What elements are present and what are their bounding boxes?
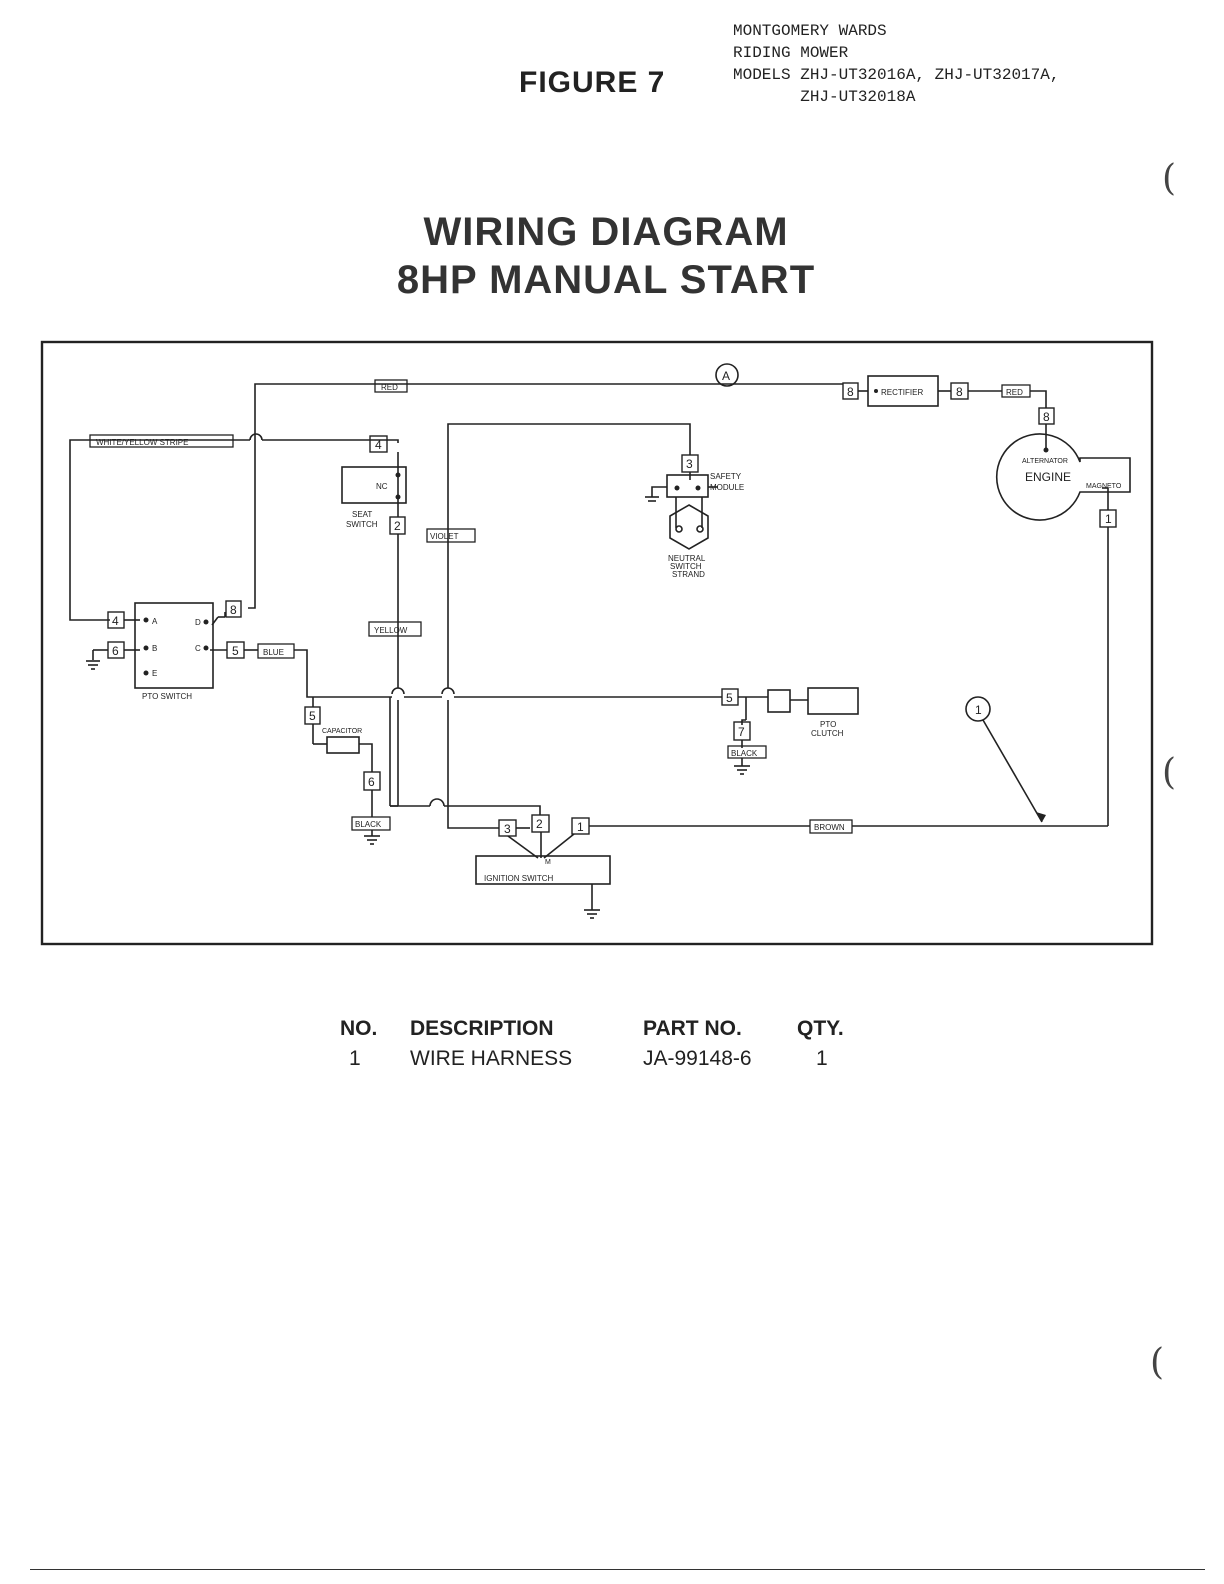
pto-clutch-label: PTO (820, 720, 836, 729)
column-header: PART NO. (643, 1017, 742, 1040)
ignition-m-label: M (545, 859, 551, 866)
diagram-title: WIRING DIAGRAM (423, 210, 789, 254)
wire-label-brown: BROWN (814, 823, 845, 832)
connector-number: 3 (504, 822, 511, 836)
ignition-switch (475, 855, 611, 885)
header-line: ZHJ-UT32018A (733, 88, 916, 106)
pto-terminal-label: E (152, 669, 157, 678)
part-no-index: 1 (349, 1047, 361, 1070)
pto-switch (134, 602, 214, 689)
seat-switch-nc-label: NC (376, 482, 388, 491)
neutral-switch (669, 504, 709, 550)
rectifier-label: RECTIFIER (881, 388, 923, 397)
pto-terminal-label: A (152, 617, 158, 626)
wire-violet (447, 423, 691, 688)
safety-module-label: SAFETY (710, 472, 742, 481)
safety-module-label: MODULE (710, 483, 744, 492)
alternator-label: ALTERNATOR (1022, 458, 1068, 465)
callout-1-label: 1 (975, 703, 982, 717)
connector-number: 5 (726, 691, 733, 705)
ground-symbol-ignition (584, 909, 600, 919)
connector-number: 5 (309, 709, 316, 723)
wire-label-white-yellow: WHITE/YELLOW STRIPE (96, 438, 188, 447)
wiring-diagram: RED RED WHITE/YELLOW STRIPE VIOLET YELLO… (40, 340, 1154, 946)
model-header: MONTGOMERY WARDS RIDING MOWER MODELS ZHJ-U… (733, 20, 1059, 108)
wire-label-blue: BLUE (263, 648, 284, 657)
binder-hole-mark: ( (1150, 1342, 1165, 1383)
binder-hole-mark: ( (1162, 158, 1177, 199)
neutral-switch-label: STRAND (672, 570, 705, 579)
connector-number: 3 (686, 457, 693, 471)
neutral-switch-label: SWITCH (670, 562, 702, 571)
ground-symbol-pto (86, 660, 100, 670)
connector-number: 4 (375, 438, 382, 452)
part-number: JA-99148-6 (643, 1047, 752, 1070)
seat-switch-label: SWITCH (346, 520, 378, 529)
column-header: DESCRIPTION (410, 1017, 554, 1040)
engine (995, 433, 1131, 521)
capacitor (326, 736, 360, 754)
ground-symbol-clutch (734, 758, 750, 775)
connector-number: 7 (738, 725, 745, 739)
connector-number: 6 (112, 644, 119, 658)
wire-white-yellow (69, 439, 250, 621)
connector-number: 8 (230, 603, 237, 617)
callout-1 (965, 696, 991, 722)
ground-symbol-capacitor (364, 830, 380, 845)
connector-number: 8 (956, 385, 963, 399)
header-line: MODELS ZHJ-UT32016A, ZHJ-UT32017A, (733, 66, 1060, 84)
connector-number: 1 (577, 820, 584, 834)
rectifier (867, 375, 939, 407)
connector-number: 4 (112, 614, 119, 628)
callout-a (715, 363, 739, 387)
pto-terminal-label: B (152, 644, 157, 653)
wire-label-black-clutch: BLACK (731, 749, 758, 758)
header-line: MONTGOMERY WARDS (733, 22, 887, 40)
safety-module (666, 474, 709, 498)
wire-label-red-top: RED (381, 383, 398, 392)
pto-clutch-label: CLUTCH (811, 729, 844, 738)
part-qty: 1 (816, 1047, 828, 1070)
wire-label-red-right: RED (1006, 388, 1023, 397)
capacitor-label: CAPACITOR (322, 728, 362, 735)
connector-number: 8 (1043, 410, 1050, 424)
connector-number: 6 (368, 775, 375, 789)
diagram-frame (40, 340, 1154, 946)
column-header: QTY. (797, 1017, 844, 1040)
connector-number: 5 (232, 644, 239, 658)
wire-label-black-capacitor: BLACK (355, 820, 382, 829)
wire-label-yellow: YELLOW (374, 626, 408, 635)
connector-number: 2 (394, 519, 401, 533)
seat-switch-label: SEAT (352, 510, 372, 519)
diagram-subtitle: 8HP MANUAL START (396, 258, 816, 302)
pto-switch-label: PTO SWITCH (142, 692, 192, 701)
header-line: RIDING MOWER (733, 44, 849, 62)
figure-number: FIGURE 7 (519, 66, 666, 99)
ignition-switch-label: IGNITION SWITCH (484, 874, 554, 883)
ground-symbol-safety (645, 496, 659, 502)
connector-number: 1 (1105, 512, 1112, 526)
pto-terminal-label: D (195, 618, 201, 627)
binder-hole-mark: ( (1162, 752, 1177, 793)
callout-a-label: A (722, 369, 730, 383)
wire-red-top (248, 383, 843, 609)
footer-rule (30, 1569, 1205, 1570)
neutral-switch-label: NEUTRAL (668, 554, 706, 563)
pto-clutch (807, 687, 859, 715)
magneto-label: MAGNETO (1086, 483, 1122, 490)
connector-number: 8 (847, 385, 854, 399)
wire-label-violet: VIOLET (430, 532, 459, 541)
connector-number: 2 (536, 817, 543, 831)
seat-switch (341, 466, 407, 504)
pto-terminal-label: C (195, 644, 201, 653)
part-description: WIRE HARNESS (410, 1047, 573, 1070)
column-header: NO. (340, 1017, 378, 1040)
engine-label: ENGINE (1025, 470, 1071, 484)
